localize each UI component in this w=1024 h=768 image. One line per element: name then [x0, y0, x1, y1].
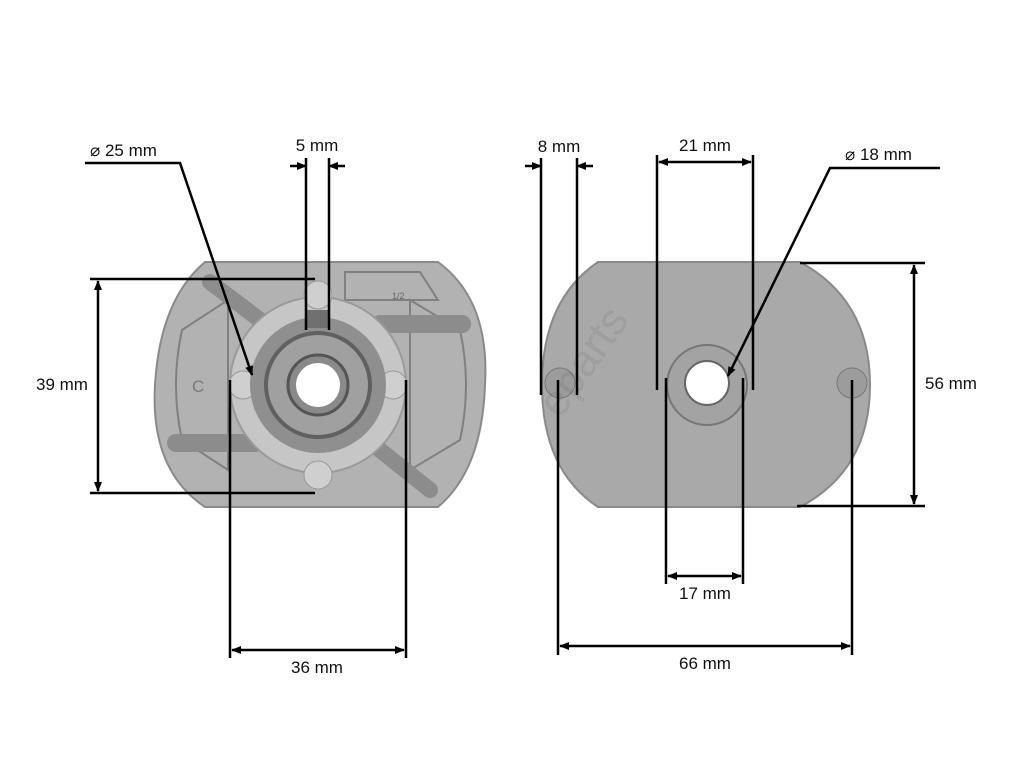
- right-height-label: 56 mm: [925, 374, 977, 393]
- left-part-illustration: C 1/2: [153, 261, 487, 508]
- right-overall-label: 66 mm: [679, 654, 731, 673]
- right-diameter-label: ⌀ 18 mm: [845, 145, 912, 164]
- dim-right-height: 56 mm: [797, 261, 977, 508]
- dim-left-diameter: ⌀ 25 mm: [85, 141, 254, 376]
- left-diameter-label: ⌀ 25 mm: [90, 141, 157, 160]
- dim-right-hole: 17 mm: [664, 378, 745, 603]
- dim-left-hole-spacing: 36 mm: [228, 380, 408, 677]
- dim-left-slot: 5 mm: [290, 136, 345, 330]
- left-slot-label: 5 mm: [296, 136, 339, 155]
- dim-right-diameter: ⌀ 18 mm: [726, 145, 940, 377]
- left-height-label: 39 mm: [36, 375, 88, 394]
- dim-left-height: 39 mm: [36, 277, 315, 495]
- right-pin-label: 8 mm: [538, 137, 581, 156]
- marking-half: 1/2: [392, 291, 405, 301]
- dim-right-pin: 8 mm: [525, 137, 593, 395]
- marking-c: C: [192, 377, 204, 396]
- left-hole-spacing-label: 36 mm: [291, 658, 343, 677]
- right-hole-label: 17 mm: [679, 584, 731, 603]
- dim-right-overall: 66 mm: [556, 380, 854, 673]
- right-boss-label: 21 mm: [679, 136, 731, 155]
- right-part-illustration: [540, 261, 872, 508]
- dim-right-boss: 21 mm: [655, 136, 755, 390]
